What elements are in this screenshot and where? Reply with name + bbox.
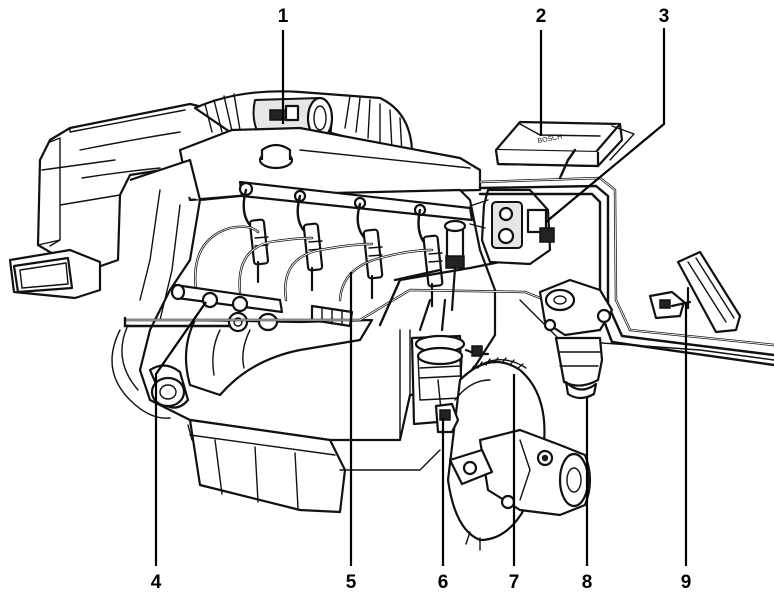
accelerator-pedal-sensor xyxy=(648,250,742,334)
injector-1 xyxy=(242,188,270,284)
engine-control-unit: BOSCH xyxy=(494,120,635,168)
leader-4 xyxy=(154,301,207,566)
leader-3 xyxy=(545,28,666,223)
wiring-harness xyxy=(478,148,774,367)
injector-2 xyxy=(296,194,324,292)
callout-5: 5 xyxy=(346,572,357,593)
air-inlet-duct xyxy=(8,248,102,300)
callout-7: 7 xyxy=(509,572,520,593)
leader-lines xyxy=(154,28,688,566)
callout-9: 9 xyxy=(681,572,692,593)
high-pressure-pump xyxy=(469,188,555,266)
callout-6: 6 xyxy=(438,572,449,593)
high-pressure-lines xyxy=(194,225,434,302)
injector-3 xyxy=(356,202,384,300)
fuel-lines xyxy=(123,260,547,328)
callout-3: 3 xyxy=(659,6,670,27)
injector-return-rail xyxy=(170,283,354,333)
ecu-brand-label: BOSCH xyxy=(537,134,563,145)
callout-1: 1 xyxy=(278,6,289,27)
callout-4: 4 xyxy=(151,572,162,593)
starter-motor xyxy=(448,428,592,517)
callout-2: 2 xyxy=(536,6,547,27)
fuel-filter xyxy=(538,278,614,400)
callout-numbers: 1 2 3 4 5 6 7 8 9 xyxy=(151,6,692,593)
crankshaft-speed-sensor xyxy=(434,345,490,434)
engine-block xyxy=(111,126,497,514)
callout-8: 8 xyxy=(582,572,593,593)
injector-cylinder-section xyxy=(418,219,467,332)
